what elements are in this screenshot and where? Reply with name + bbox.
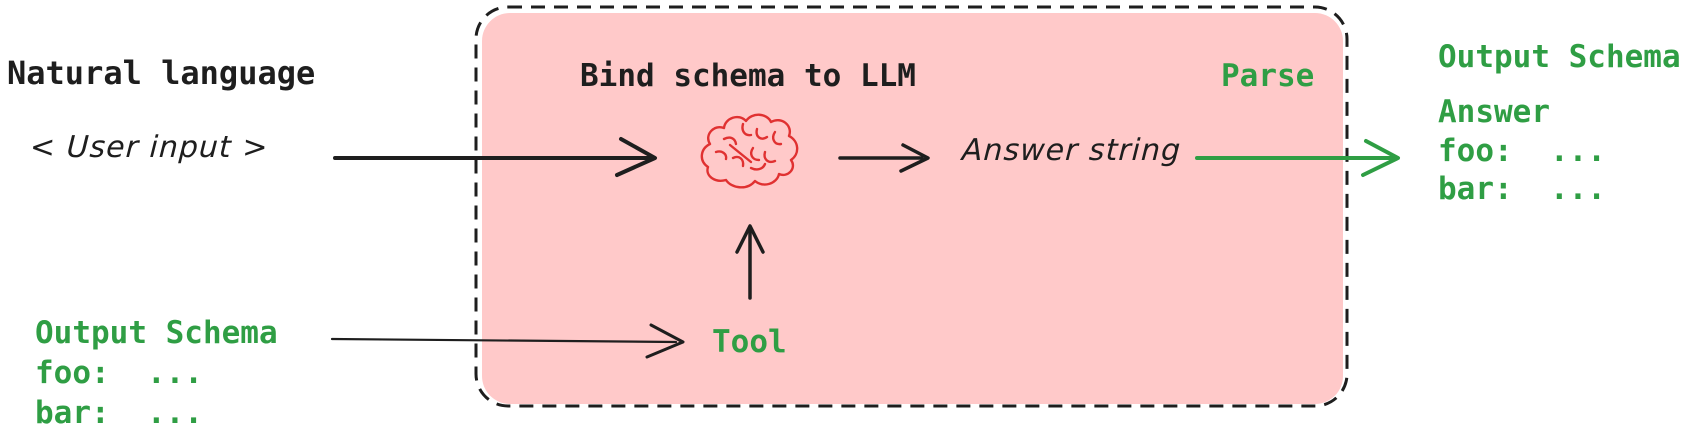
- llm-box-title: Bind schema to LLM: [580, 58, 916, 94]
- user-input-label: < User input >: [29, 130, 270, 165]
- natural-language-label: Natural language: [7, 54, 316, 92]
- tool-label: Tool: [712, 324, 787, 360]
- input-schema-title: Output Schema: [35, 315, 278, 351]
- parse-label: Parse: [1221, 58, 1315, 94]
- arrow-user-input-to-llm: [333, 137, 657, 177]
- arrow-schema-to-tool: [330, 323, 685, 359]
- output-schema-bar-line: bar: ...: [1438, 171, 1606, 207]
- output-schema-answer-label: Answer: [1438, 94, 1550, 130]
- brain-icon: [700, 113, 799, 189]
- arrow-llm-to-answer-string: [838, 143, 930, 173]
- output-schema-foo-line: foo: ...: [1438, 133, 1606, 169]
- arrow-tool-to-llm: [735, 224, 765, 300]
- llm-box-border: [474, 5, 1349, 408]
- input-schema-foo-line: foo: ...: [35, 355, 203, 391]
- answer-string-label: Answer string: [961, 133, 1183, 168]
- llm-box-fill: [482, 13, 1343, 404]
- arrow-parse-to-output: [1195, 139, 1400, 177]
- output-schema-title: Output Schema: [1438, 39, 1681, 75]
- input-schema-bar-line: bar: ...: [35, 395, 203, 431]
